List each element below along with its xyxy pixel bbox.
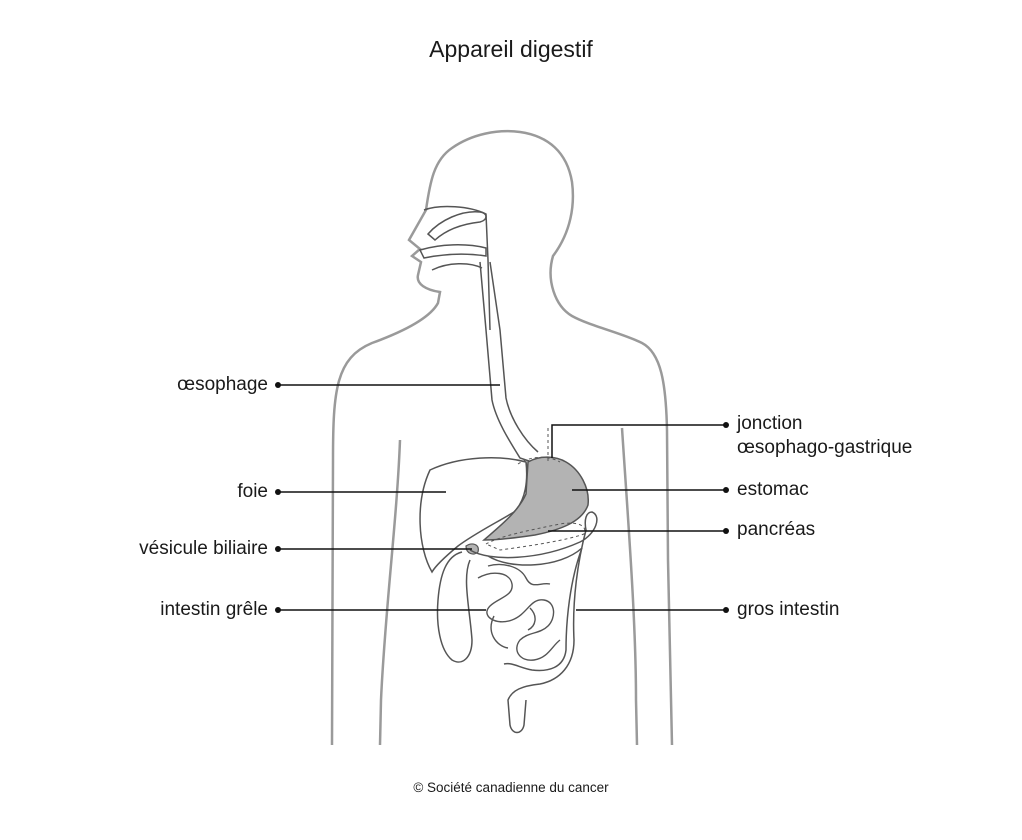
right-arm-line <box>620 427 639 746</box>
dot-gej <box>723 422 729 428</box>
left-arm-line <box>378 439 402 746</box>
label-esophagus: œsophage <box>177 374 268 395</box>
copyright-credit: © Société canadienne du cancer <box>413 780 609 795</box>
dot-liver <box>275 489 281 495</box>
esophagus-shape <box>479 261 539 463</box>
small-intestine-shape <box>477 563 561 661</box>
large-intestine-shape <box>436 511 598 734</box>
dot-stomach <box>723 487 729 493</box>
liver-shape <box>419 457 528 574</box>
leader-dots <box>275 382 729 613</box>
dot-small-intestine <box>275 607 281 613</box>
diagram-title: Appareil digestif <box>429 36 593 62</box>
label-gej-line2: œsophago-gastrique <box>737 437 913 458</box>
label-gej-line1: jonction <box>737 413 803 434</box>
label-pancreas: pancréas <box>737 519 816 540</box>
label-large-intestine: gros intestin <box>737 599 840 620</box>
label-gallbladder: vésicule biliaire <box>139 538 268 559</box>
label-small-intestine: intestin grêle <box>160 599 268 620</box>
dot-large-intestine <box>723 607 729 613</box>
leader-lines <box>278 384 726 611</box>
label-stomach: estomac <box>737 479 809 500</box>
dot-esophagus <box>275 382 281 388</box>
oral-cavity <box>418 244 487 259</box>
nasal-cavity <box>426 211 487 242</box>
stomach-shape <box>482 456 589 541</box>
throat <box>423 205 491 331</box>
dot-pancreas <box>723 528 729 534</box>
gallbladder-shape <box>465 543 479 555</box>
label-liver: foie <box>237 481 268 502</box>
body-outline <box>330 129 674 746</box>
dot-gallbladder <box>275 546 281 552</box>
leader-gej <box>551 424 726 458</box>
